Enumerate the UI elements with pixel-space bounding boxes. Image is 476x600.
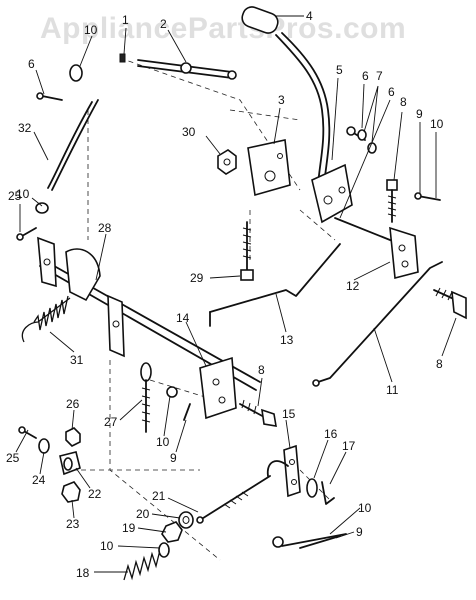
callout-8-right: 8: [436, 357, 443, 371]
part-left-lower-hardware: [18, 426, 81, 503]
callout-2: 2: [160, 17, 167, 31]
part-pin-lower-right: [272, 533, 347, 549]
callout-17: 17: [342, 439, 356, 453]
part-plate-bracket: [247, 139, 291, 197]
watermark: AppliancePartsPros.com: [40, 12, 407, 45]
callout-25-top: 25: [8, 189, 22, 203]
callout-5: 5: [336, 63, 343, 77]
callout-8-top: 8: [400, 95, 407, 109]
callout-9-top: 9: [416, 107, 423, 121]
part-pin-middle: [166, 386, 191, 421]
callout-26: 26: [66, 397, 80, 411]
callout-labels: 1 2 10 6 4 5 3 6 7 6 8 9 10 30 32 10 25 …: [6, 9, 444, 580]
part-screw-1: [119, 53, 126, 63]
part-eye-bolt: [140, 362, 152, 433]
callout-13: 13: [280, 333, 294, 347]
part-nut-30: [217, 149, 237, 175]
callout-29: 29: [190, 271, 204, 285]
callout-30: 30: [182, 125, 196, 139]
callout-10-top-right: 10: [430, 117, 444, 131]
callout-19: 19: [122, 521, 136, 535]
part-lever-bracket: [311, 163, 353, 224]
callout-8-middle: 8: [258, 363, 265, 377]
callout-25-bottom: 25: [6, 451, 20, 465]
callout-16: 16: [324, 427, 338, 441]
callout-9-lower-right: 9: [356, 525, 363, 539]
callout-14: 14: [176, 311, 190, 325]
callout-27: 27: [104, 415, 118, 429]
callout-10-lower-right: 10: [358, 501, 372, 515]
callout-9-middle: 9: [170, 451, 177, 465]
callout-10-bottom: 10: [100, 539, 114, 553]
callout-11: 11: [386, 383, 399, 397]
callout-24: 24: [32, 473, 46, 487]
callout-10-left: 10: [16, 187, 30, 201]
part-washer-clip: [306, 478, 335, 505]
part-threaded-rod: [196, 475, 271, 524]
part-lower-lever: [266, 444, 301, 498]
callout-10-middle: 10: [156, 435, 170, 449]
part-lower-bracket: [199, 356, 237, 420]
callout-32: 32: [18, 121, 32, 135]
part-bolt-middle: [239, 399, 277, 427]
part-control-lever: [241, 6, 331, 187]
part-bolt-29: [240, 221, 254, 281]
callout-20: 20: [136, 507, 150, 521]
callout-21: 21: [152, 489, 166, 503]
part-spring-31: [21, 295, 71, 343]
part-rod-13: [209, 243, 341, 327]
callout-1: 1: [122, 13, 129, 27]
part-pins-top-right: [346, 126, 441, 201]
callout-12: 12: [346, 279, 360, 293]
callout-10-top: 10: [84, 23, 98, 37]
callout-22: 22: [88, 487, 102, 501]
callout-23: 23: [66, 517, 80, 531]
part-nuts-lower: [161, 511, 194, 543]
part-bolt-top: [386, 179, 398, 223]
callout-28: 28: [98, 221, 112, 235]
part-pin-2: [137, 59, 237, 80]
callout-7: 7: [376, 69, 383, 83]
callout-31: 31: [70, 353, 84, 367]
callout-6-right: 6: [388, 85, 395, 99]
part-left-linkage: [16, 64, 99, 241]
part-pivot-bracket: [334, 217, 419, 280]
part-rod-11: [312, 261, 443, 387]
part-bolt-right: [433, 287, 467, 320]
callout-4: 4: [306, 9, 313, 23]
callout-3: 3: [278, 93, 285, 107]
callout-18: 18: [76, 566, 90, 580]
part-spring-18: [123, 542, 170, 581]
callout-6-mid: 6: [362, 69, 369, 83]
leader-lines: [15, 15, 457, 573]
callout-6-left: 6: [28, 57, 35, 71]
callout-15: 15: [282, 407, 296, 421]
